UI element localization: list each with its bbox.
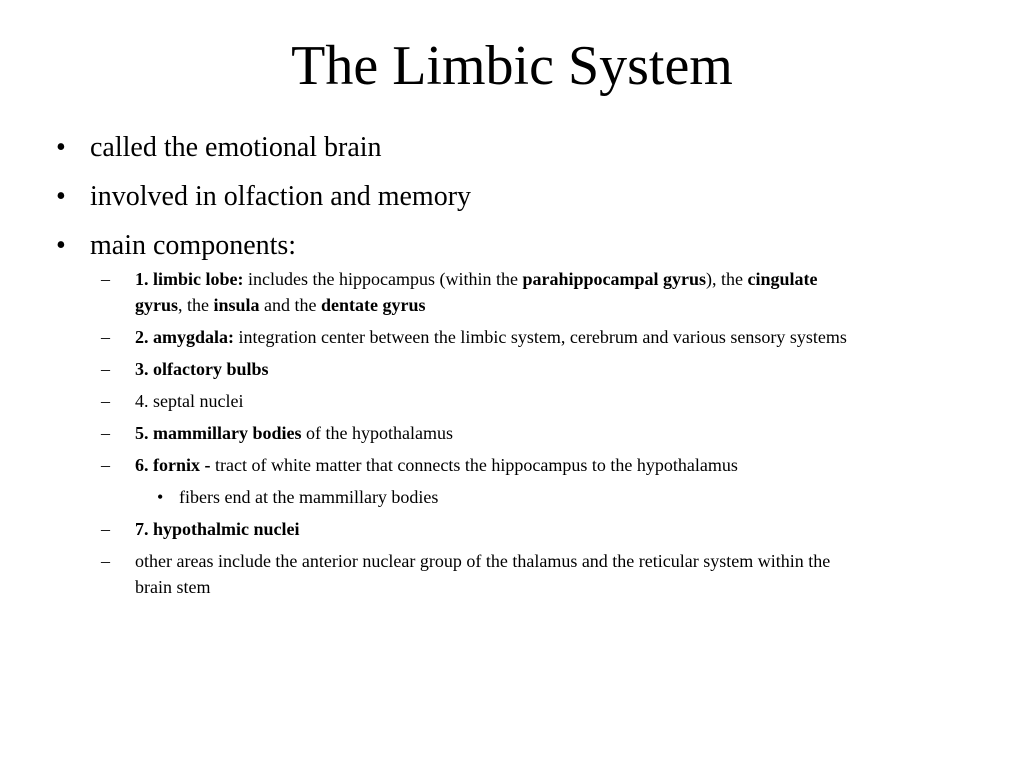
- component-olfactory-bulbs: – 3. olfactory bulbs: [101, 356, 855, 382]
- dash-mark: –: [101, 551, 110, 571]
- dash-mark: –: [101, 519, 110, 539]
- bullet-text: involved in olfaction and memory: [90, 181, 472, 212]
- term-parahippocampal-gyrus: parahippocampal gyrus: [522, 269, 706, 289]
- component-mammillary-bodies: – 5. mammillary bodies of the hypothalam…: [101, 420, 855, 446]
- term-insula: insula: [213, 295, 260, 315]
- component-amygdala: – 2. amygdala: integration center betwee…: [101, 324, 855, 350]
- bullet-text: main components:: [90, 230, 297, 261]
- dash-mark: –: [101, 391, 110, 411]
- component-fornix: – 6. fornix - tract of white matter that…: [101, 452, 855, 510]
- component-heading: 2. amygdala:: [135, 327, 234, 347]
- component-text: integration center between the limbic sy…: [234, 327, 847, 347]
- bullet-item: • called the emotional brain: [56, 128, 956, 168]
- term-dentate-gyrus: dentate gyrus: [321, 295, 426, 315]
- component-heading: 5. mammillary bodies: [135, 423, 302, 443]
- component-other-areas: – other areas include the anterior nucle…: [101, 548, 855, 600]
- component-text: of the hypothalamus: [301, 423, 453, 443]
- bullet-mark: •: [157, 487, 164, 507]
- term-cingulate-gyrus: cingulate gyrus: [135, 269, 818, 315]
- bullet-item: • main components:: [56, 226, 956, 266]
- component-limbic-lobe: – 1. limbic lobe: includes the hippocamp…: [101, 266, 855, 318]
- subitem-text: fibers end at the mammillary bodies: [179, 487, 439, 507]
- component-text: tract of white matter that connects the …: [215, 455, 738, 475]
- component-text: other areas include the anterior nuclear…: [135, 551, 831, 597]
- dash-mark: –: [101, 359, 110, 379]
- fornix-sublist: • fibers end at the mammillary bodies: [135, 484, 855, 510]
- component-text: 4. septal nuclei: [135, 391, 244, 411]
- fornix-subitem: • fibers end at the mammillary bodies: [157, 484, 855, 510]
- component-heading: 6. fornix -: [135, 455, 215, 475]
- bullet-mark: •: [56, 181, 66, 212]
- bullet-mark: •: [56, 132, 66, 163]
- bullet-item: • involved in olfaction and memory: [56, 177, 956, 217]
- component-hypothalmic-nuclei: – 7. hypothalmic nuclei: [101, 516, 855, 542]
- dash-mark: –: [101, 269, 110, 289]
- dash-mark: –: [101, 423, 110, 443]
- component-text: includes the hippocampus (within the: [243, 269, 523, 289]
- components-list: – 1. limbic lobe: includes the hippocamp…: [56, 266, 855, 606]
- slide-title: The Limbic System: [291, 35, 733, 97]
- bullet-mark: •: [56, 230, 66, 261]
- component-text: , the: [178, 295, 214, 315]
- bullet-list: • called the emotional brain • involved …: [56, 128, 956, 275]
- component-heading: 1. limbic lobe:: [135, 269, 244, 289]
- bullet-text: called the emotional brain: [90, 132, 382, 163]
- component-heading: 3. olfactory bulbs: [135, 359, 269, 379]
- component-septal-nuclei: – 4. septal nuclei: [101, 388, 855, 414]
- component-text: and the: [259, 295, 322, 315]
- dash-mark: –: [101, 327, 110, 347]
- component-text: ), the: [706, 269, 748, 289]
- component-heading: 7. hypothalmic nuclei: [135, 519, 300, 539]
- dash-mark: –: [101, 455, 110, 475]
